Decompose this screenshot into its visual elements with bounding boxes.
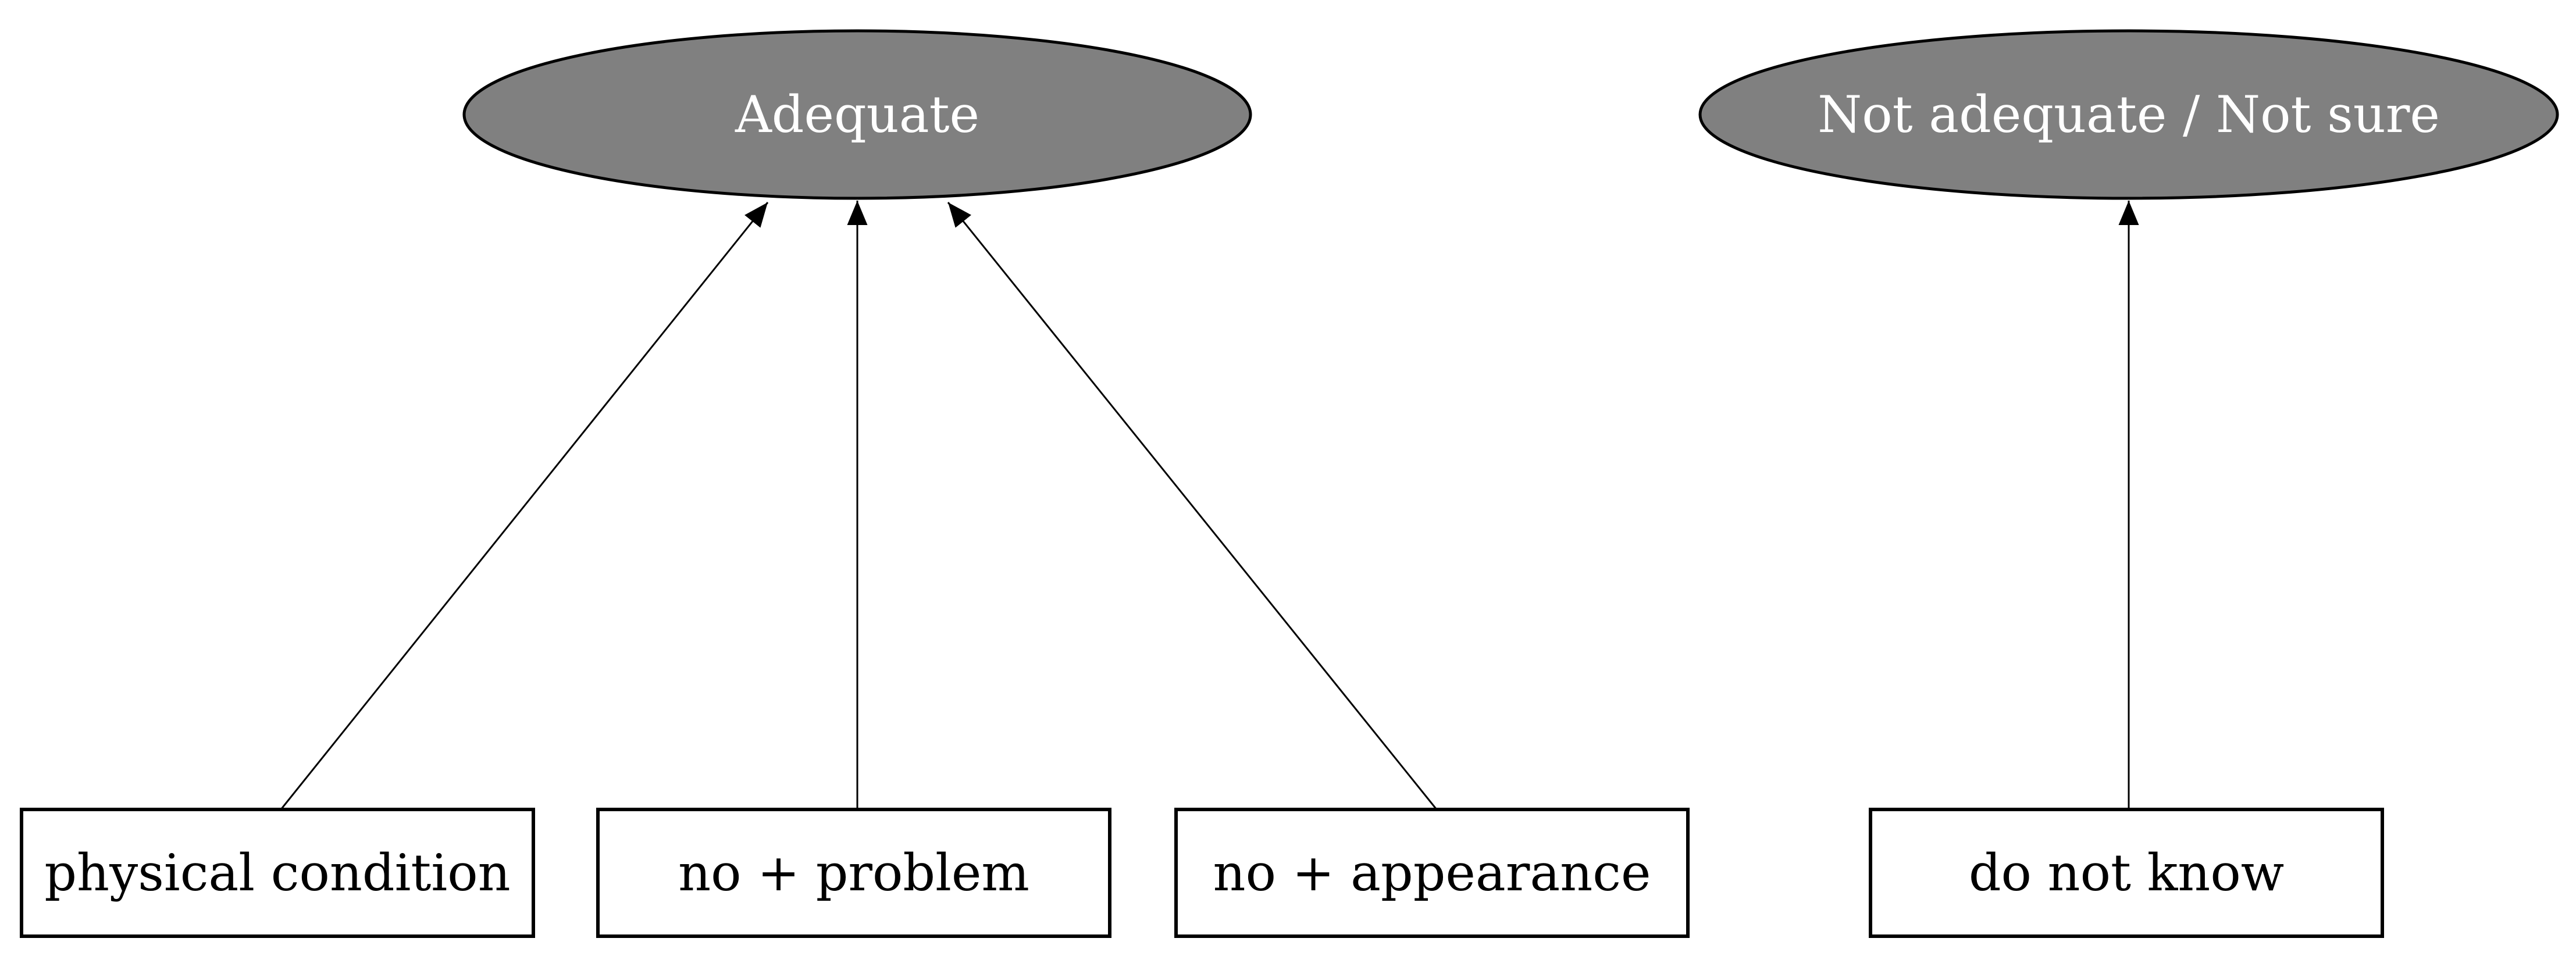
box-do-not-know: do not know	[1869, 808, 2384, 938]
box-physical-condition: physical condition	[20, 808, 535, 938]
box-no-appearance: no + appearance	[1174, 808, 1690, 938]
edge-physical-condition-to-adequate	[280, 202, 769, 810]
oval-not-adequate-shape	[1698, 29, 2559, 200]
box-no-appearance-label: no + appearance	[1213, 843, 1651, 903]
oval-not-adequate: Not adequate / Not sure	[1698, 29, 2559, 200]
edge-no-appearance-to-adequate	[947, 202, 1438, 810]
oval-not-adequate-label: Not adequate / Not sure	[1818, 85, 2440, 144]
box-no-problem: no + problem	[596, 808, 1111, 938]
oval-adequate: Adequate	[462, 29, 1252, 200]
edges	[280, 201, 2139, 810]
box-physical-condition-shape	[20, 808, 535, 938]
box-no-problem-label: no + problem	[678, 843, 1029, 903]
box-do-not-know-label: do not know	[1969, 843, 2284, 903]
box-no-appearance-shape	[1174, 808, 1690, 938]
oval-adequate-label: Adequate	[735, 85, 979, 144]
box-physical-condition-label: physical condition	[44, 843, 510, 903]
box-no-problem-shape	[596, 808, 1111, 938]
box-do-not-know-shape	[1869, 808, 2384, 938]
oval-adequate-shape	[462, 29, 1252, 200]
